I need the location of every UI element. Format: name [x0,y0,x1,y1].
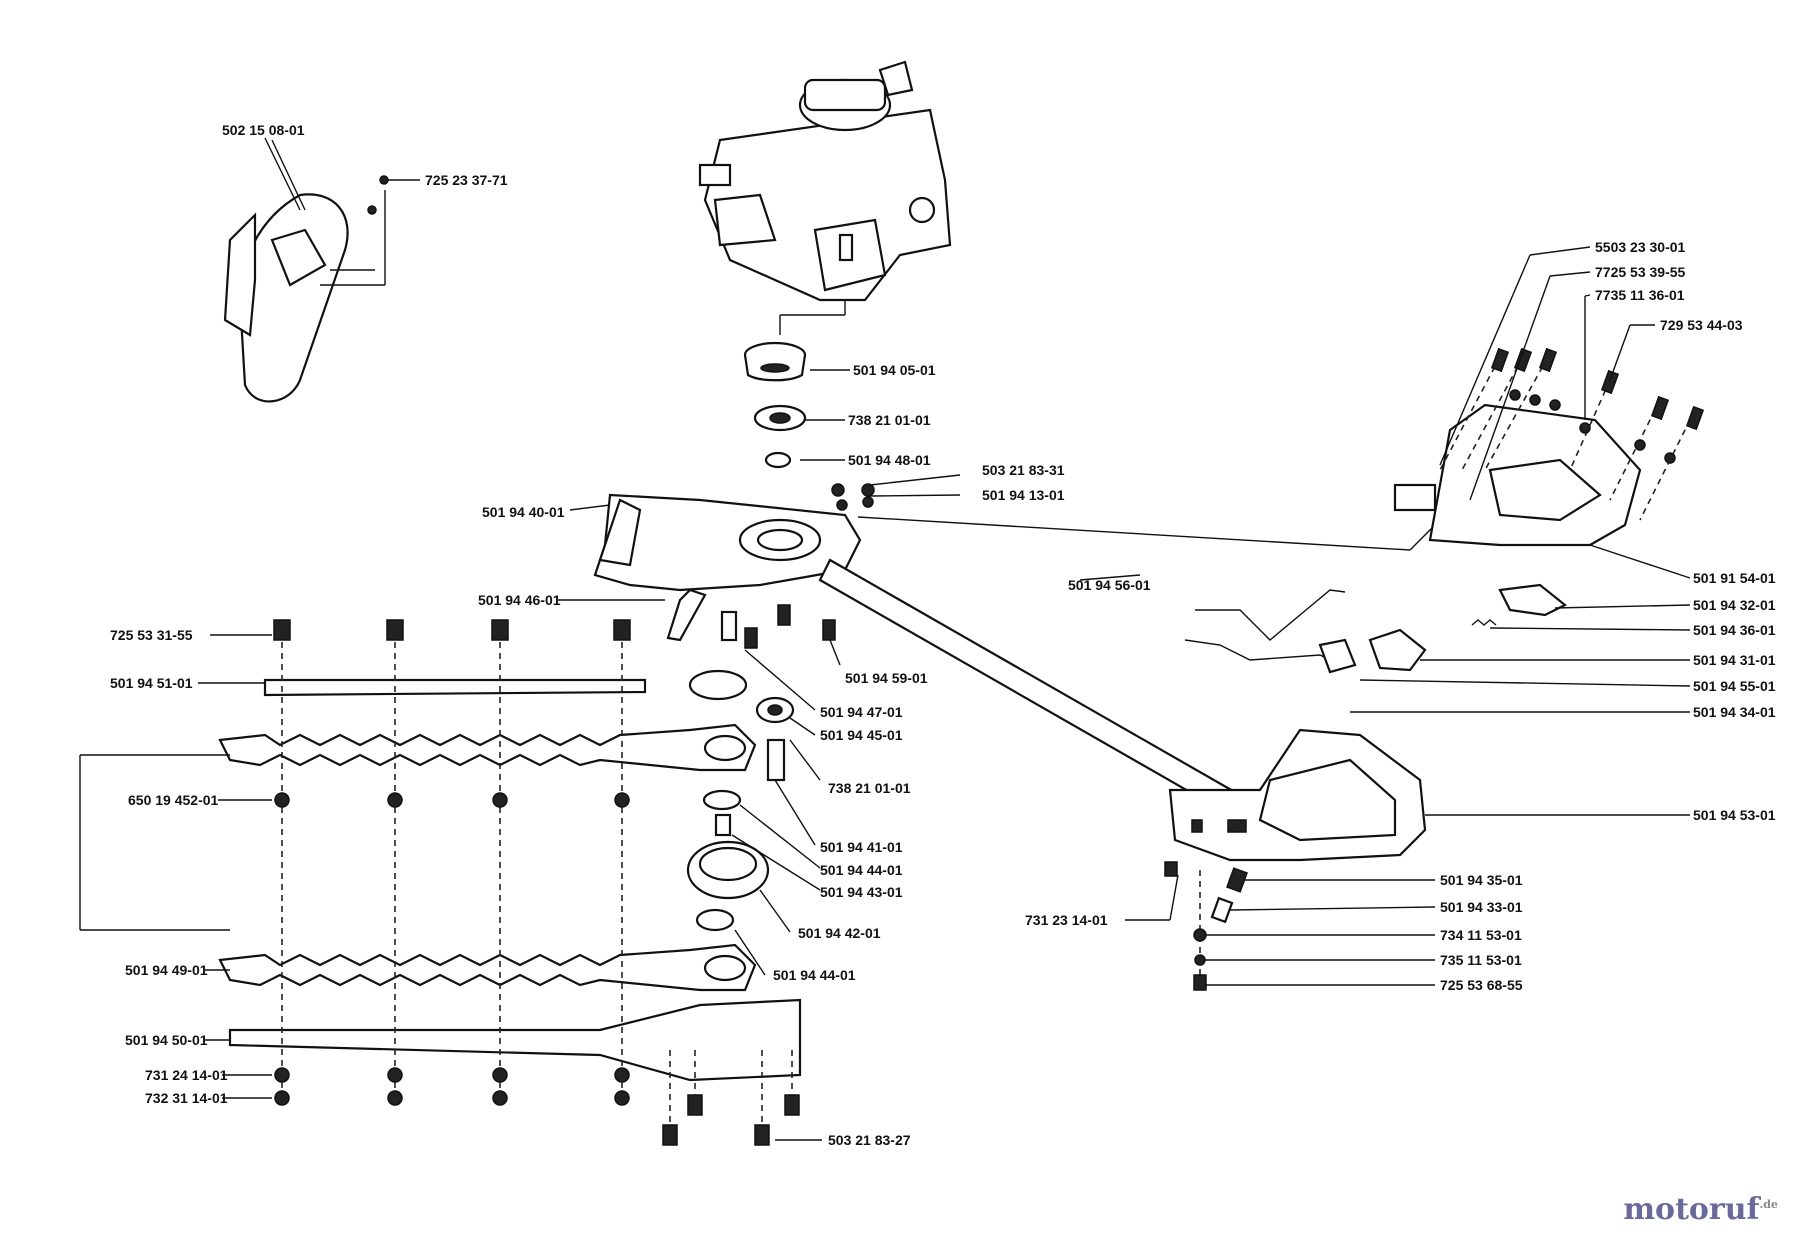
throttle-switch [1318,628,1427,674]
washer [764,451,792,469]
label-p18: 501 94 44-01 [820,862,903,878]
watermark-text: motoruf [1623,1192,1760,1227]
label-p38: 501 94 53-01 [1693,807,1776,823]
clutch-drum [743,341,807,382]
screw-row [1439,347,1705,521]
label-p20: 501 94 42-01 [798,925,881,941]
label-p34: 501 94 36-01 [1693,622,1776,638]
label-p40: 501 94 33-01 [1440,899,1523,915]
label-p35: 501 94 31-01 [1693,652,1776,668]
label-p17: 501 94 41-01 [820,839,903,855]
label-p32: 501 94 56-01 [1068,577,1151,593]
label-p43: 725 53 68-55 [1440,977,1523,993]
label-p21: 501 94 49-01 [125,962,208,978]
watermark-suffix: .de [1759,1198,1778,1211]
label-p1: 502 15 08-01 [222,122,305,138]
label-p4: 738 21 01-01 [848,412,931,428]
handle-cover [1393,403,1642,547]
handle-hardware [1164,861,1248,991]
engine-assembly [698,60,952,335]
label-p2: 725 23 37-71 [425,172,508,188]
part-labels: 502 15 08-01 725 23 37-71 501 94 05-01 7… [110,122,1776,1148]
label-p39: 501 94 35-01 [1440,872,1523,888]
label-p12: 501 94 59-01 [845,670,928,686]
label-p23: 501 94 50-01 [125,1032,208,1048]
label-p36: 501 94 55-01 [1693,678,1776,694]
label-p16: 650 19 452-01 [128,792,219,808]
throttle-trigger [1498,583,1568,617]
label-p31: 501 91 54-01 [1693,570,1776,586]
label-p22: 501 94 44-01 [773,967,856,983]
label-p44: 731 23 14-01 [1025,912,1108,928]
label-p6: 503 21 83-31 [982,462,1065,478]
label-p27: 5503 23 30-01 [1595,239,1686,255]
label-p3: 501 94 05-01 [853,362,936,378]
rear-handle [1168,728,1427,862]
watermark: motoruf.de [1623,1192,1778,1227]
label-p13: 501 94 47-01 [820,704,903,720]
label-p37: 501 94 34-01 [1693,704,1776,720]
label-p8: 501 94 40-01 [482,504,565,520]
blade-bolts [273,619,800,1146]
label-p5: 501 94 48-01 [848,452,931,468]
label-p19: 501 94 43-01 [820,884,903,900]
label-p30: 729 53 44-03 [1660,317,1743,333]
leader-lines [198,137,1691,1141]
label-p14: 501 94 45-01 [820,727,903,743]
label-p15: 738 21 01-01 [828,780,911,796]
drive-components [666,483,875,932]
upper-cutter-blade [218,723,757,772]
label-p9: 501 94 46-01 [478,592,561,608]
spring [1471,619,1497,626]
label-p11: 501 94 51-01 [110,675,193,691]
lower-blade-plate [228,998,802,1082]
label-p41: 734 11 53-01 [1440,927,1522,943]
label-p28: 7725 53 39-55 [1595,264,1686,280]
bearing [753,404,807,432]
label-p33: 501 94 32-01 [1693,597,1776,613]
lower-cutter-blade [218,943,757,992]
label-p25: 732 31 14-01 [145,1090,228,1106]
label-p26: 503 21 83-27 [828,1132,911,1148]
label-p29: 7735 11 36-01 [1595,287,1685,303]
label-p42: 735 11 53-01 [1440,952,1522,968]
gear-housing [593,493,874,592]
front-handle [223,139,420,403]
label-p24: 731 24 14-01 [145,1067,228,1083]
upper-blade-plate [263,678,647,697]
label-p7: 501 94 13-01 [982,487,1065,503]
label-p10: 725 53 31-55 [110,627,193,643]
